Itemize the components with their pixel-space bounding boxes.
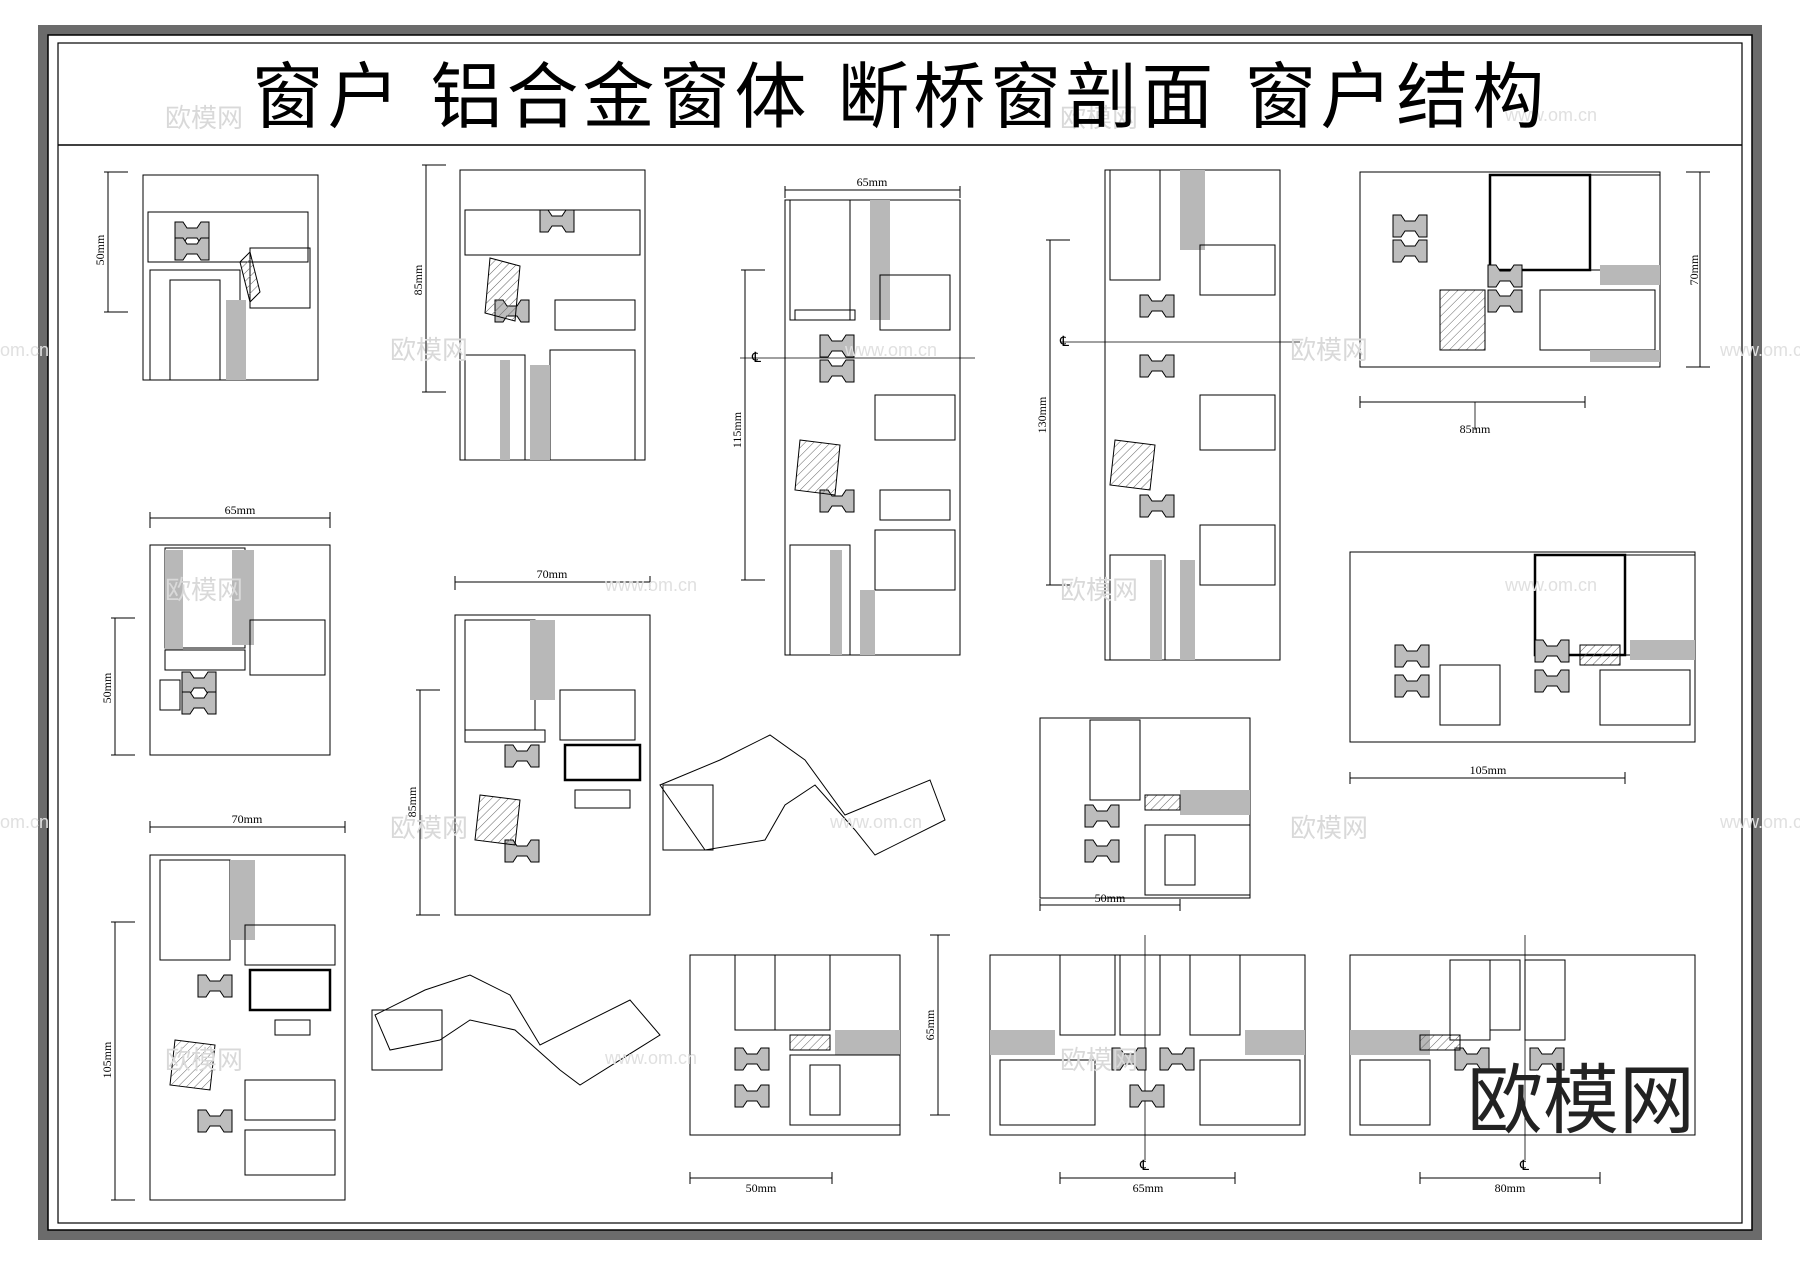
section-8: [1039, 717, 1251, 911]
dim-label: 115mm: [730, 411, 744, 448]
centerline-symbol: ℄: [1519, 1158, 1529, 1174]
watermark: 欧模网: [1290, 336, 1369, 366]
section-5: [1359, 171, 1710, 430]
section-11: [689, 934, 950, 1184]
section-7: [416, 576, 946, 916]
watermark: 欧模网: [390, 336, 469, 366]
watermark-url: www.om.cn: [1720, 812, 1800, 832]
section-12: [989, 935, 1306, 1184]
dim-label: 85mm: [1460, 422, 1491, 436]
dim-label: 130mm: [1035, 396, 1049, 433]
dim-label: 50mm: [93, 234, 107, 265]
watermark: 欧模网: [1060, 104, 1139, 134]
centerline-symbol: ℄: [751, 350, 761, 366]
dim-label: 105mm: [1470, 763, 1507, 777]
dim-label: 85mm: [411, 264, 425, 295]
dim-label: 70mm: [232, 812, 263, 826]
watermark: 欧模网: [1060, 576, 1139, 606]
watermark: 欧模网: [390, 814, 469, 844]
centerline-symbol: ℄: [1139, 1158, 1149, 1174]
section-1: [104, 171, 319, 381]
dim-label: 85mm: [405, 786, 419, 817]
section-4: [1046, 169, 1300, 661]
section-9: [1349, 551, 1696, 784]
watermark-url: om.cn: [0, 812, 50, 832]
brand-logo: 欧模网: [1467, 1056, 1695, 1145]
dim-label: 50mm: [100, 672, 114, 703]
watermark-url: www.om.cn: [1505, 105, 1598, 125]
dim-label: 50mm: [1095, 891, 1126, 905]
watermark-url: www.om.cn: [605, 575, 698, 595]
section-10: [111, 821, 661, 1201]
page-title: 窗户 铝合金窗体 断桥窗剖面 窗户结构: [251, 54, 1549, 139]
watermark: 欧模网: [1290, 814, 1369, 844]
dim-label: 80mm: [1495, 1181, 1526, 1195]
dim-label: 70mm: [537, 567, 568, 581]
centerline-symbol: ℄: [1059, 334, 1069, 350]
watermark-url: www.om.cn: [1720, 340, 1800, 360]
watermark-url: om.cn: [0, 340, 50, 360]
dim-label: 105mm: [100, 1041, 114, 1078]
dim-label: 65mm: [923, 1009, 937, 1040]
watermark: 欧模网: [1060, 1046, 1139, 1076]
dim-label: 65mm: [1133, 1181, 1164, 1195]
watermark-url: www.om.cn: [845, 340, 938, 360]
section-2: [422, 164, 646, 461]
watermark: 欧模网: [165, 1046, 244, 1076]
watermark: 欧模网: [165, 576, 244, 606]
section-3: [740, 186, 975, 656]
watermark: 欧模网: [165, 104, 244, 134]
watermark-url: www.om.cn: [830, 812, 923, 832]
section-6: [111, 512, 331, 756]
dim-label: 65mm: [225, 503, 256, 517]
watermark-url: www.om.cn: [1505, 575, 1598, 595]
dim-label: 50mm: [746, 1181, 777, 1195]
section-13: [1349, 935, 1696, 1184]
dim-label: 65mm: [857, 175, 888, 189]
watermark-url: www.om.cn: [605, 1048, 698, 1068]
dim-label: 70mm: [1687, 254, 1701, 285]
